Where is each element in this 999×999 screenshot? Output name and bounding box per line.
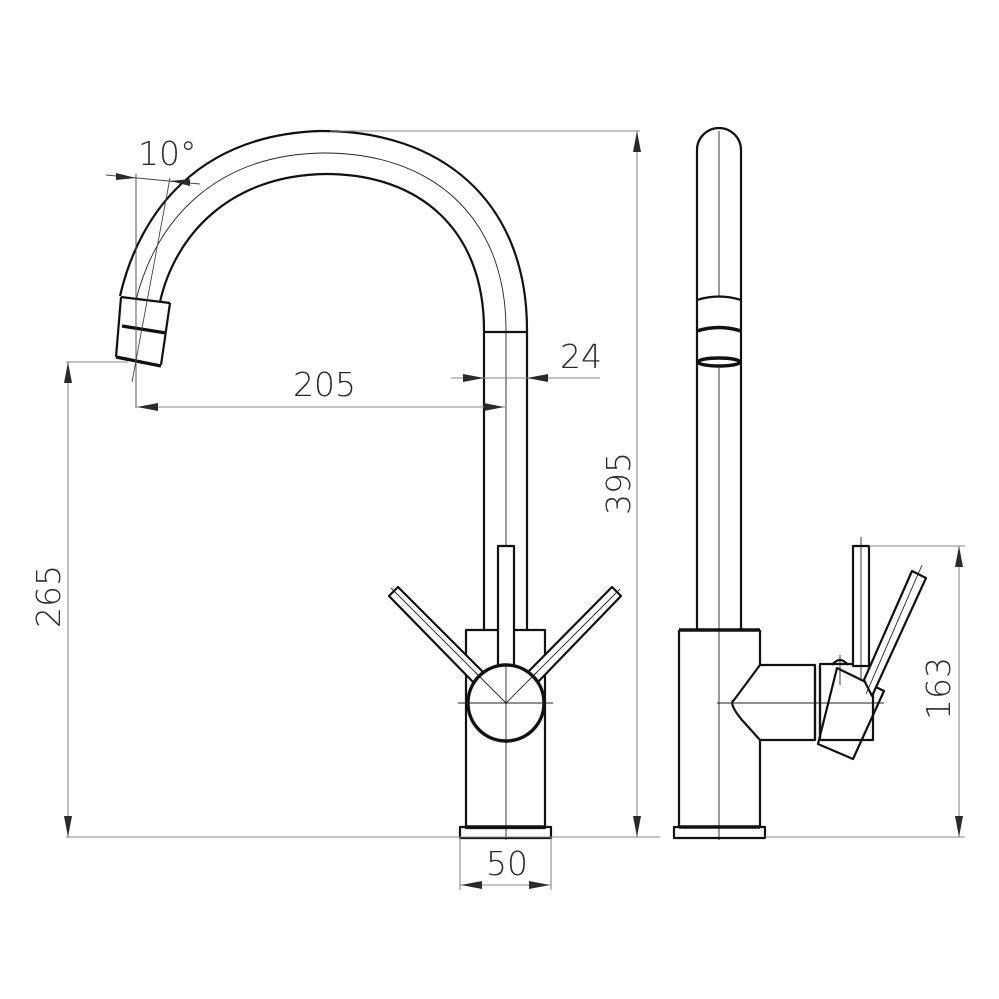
spout-arc <box>118 129 529 331</box>
label-pipe: 24 <box>560 337 602 376</box>
side-view <box>672 126 928 840</box>
dim-outlet-265: 265 <box>29 361 660 838</box>
lever-angled <box>862 564 928 698</box>
dim-base-50: 50 <box>459 838 552 890</box>
side-pipe <box>695 126 743 840</box>
label-reach: 205 <box>293 365 356 404</box>
dim-lever-163: 163 <box>765 545 965 838</box>
label-height: 395 <box>599 452 638 515</box>
label-angle: 10° <box>138 134 197 173</box>
aerator <box>114 295 172 368</box>
side-body <box>672 628 767 840</box>
label-base: 50 <box>486 844 528 883</box>
lever-vertical <box>851 537 871 680</box>
front-view <box>114 129 623 840</box>
dim-height-395: 395 <box>330 130 641 837</box>
dim-reach-205: 205 <box>137 365 505 411</box>
riser-pipe <box>482 330 529 630</box>
label-lever: 163 <box>919 657 958 720</box>
dim-pipe-24: 24 <box>451 337 602 382</box>
cartridge-housing <box>717 663 884 742</box>
dim-angle-10: 10° <box>105 134 201 408</box>
label-outlet: 265 <box>29 565 68 628</box>
center-handle <box>496 544 516 668</box>
